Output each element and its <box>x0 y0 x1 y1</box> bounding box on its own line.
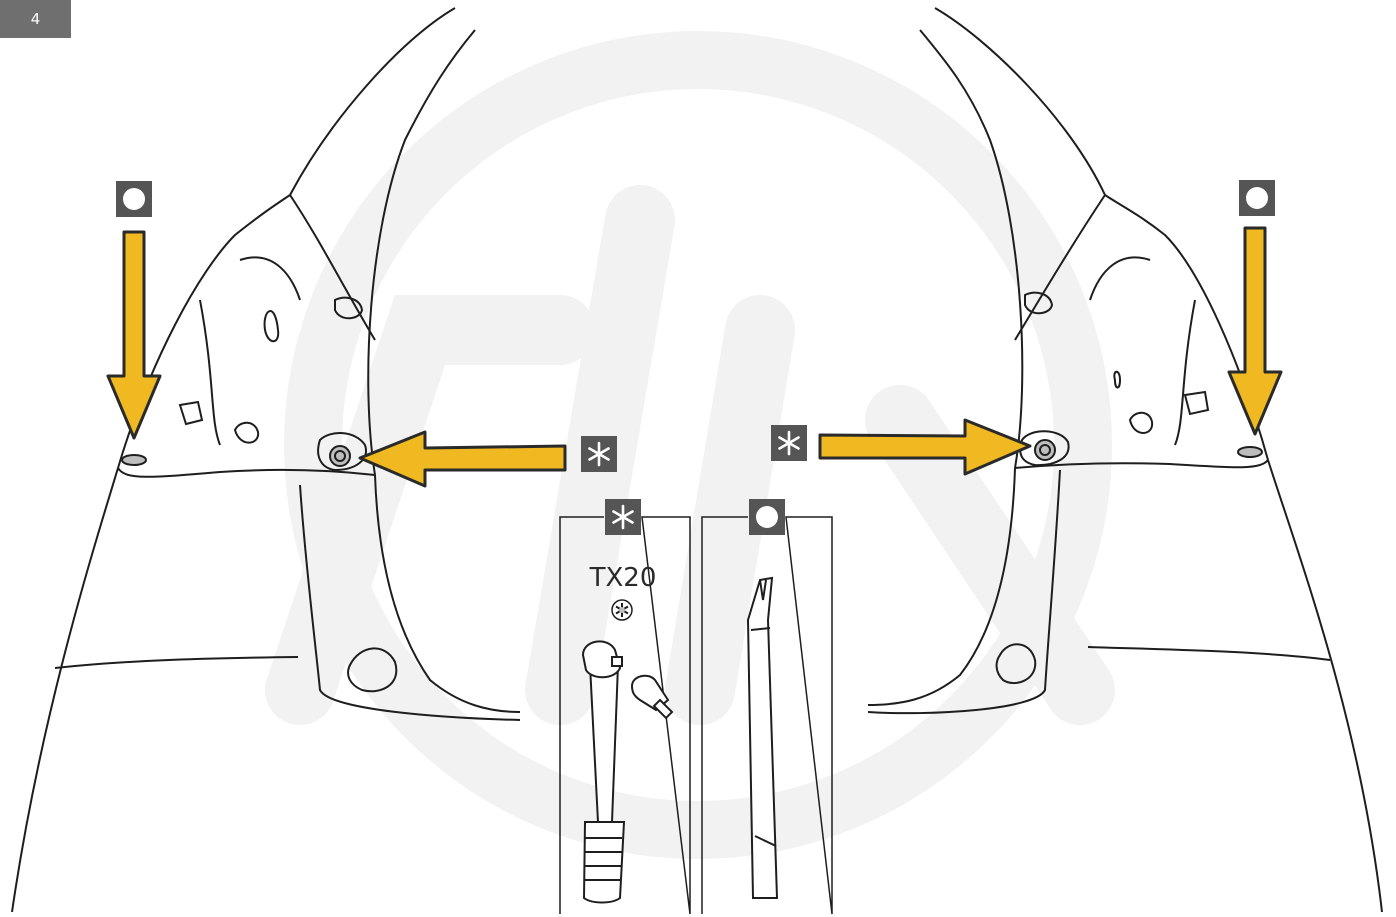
circle-clip-marker <box>116 181 152 217</box>
torx-size-label: TX20 <box>589 563 657 593</box>
trim-tool-panel <box>701 499 833 915</box>
left-screw-arrow <box>358 430 567 488</box>
right-screw-arrow <box>818 418 1032 476</box>
trim-removal-tool-icon <box>746 576 779 899</box>
left-pillar-trim <box>117 7 521 721</box>
asterisk-screw-marker <box>579 434 619 474</box>
ratchet-icon <box>581 640 626 904</box>
socket-bit-icon <box>630 674 674 720</box>
vehicle-body-outline <box>11 459 1383 913</box>
torx-tool-panel: TX20 <box>559 497 691 915</box>
step-number-badge: 4 <box>0 0 71 38</box>
left-clip-arrow <box>106 230 162 440</box>
asterisk-screw-marker <box>769 423 809 463</box>
right-clip-arrow <box>1227 226 1283 436</box>
torx-bit-icon <box>611 599 633 621</box>
right-pillar-trim <box>867 7 1269 715</box>
circle-clip-marker <box>1239 180 1275 216</box>
